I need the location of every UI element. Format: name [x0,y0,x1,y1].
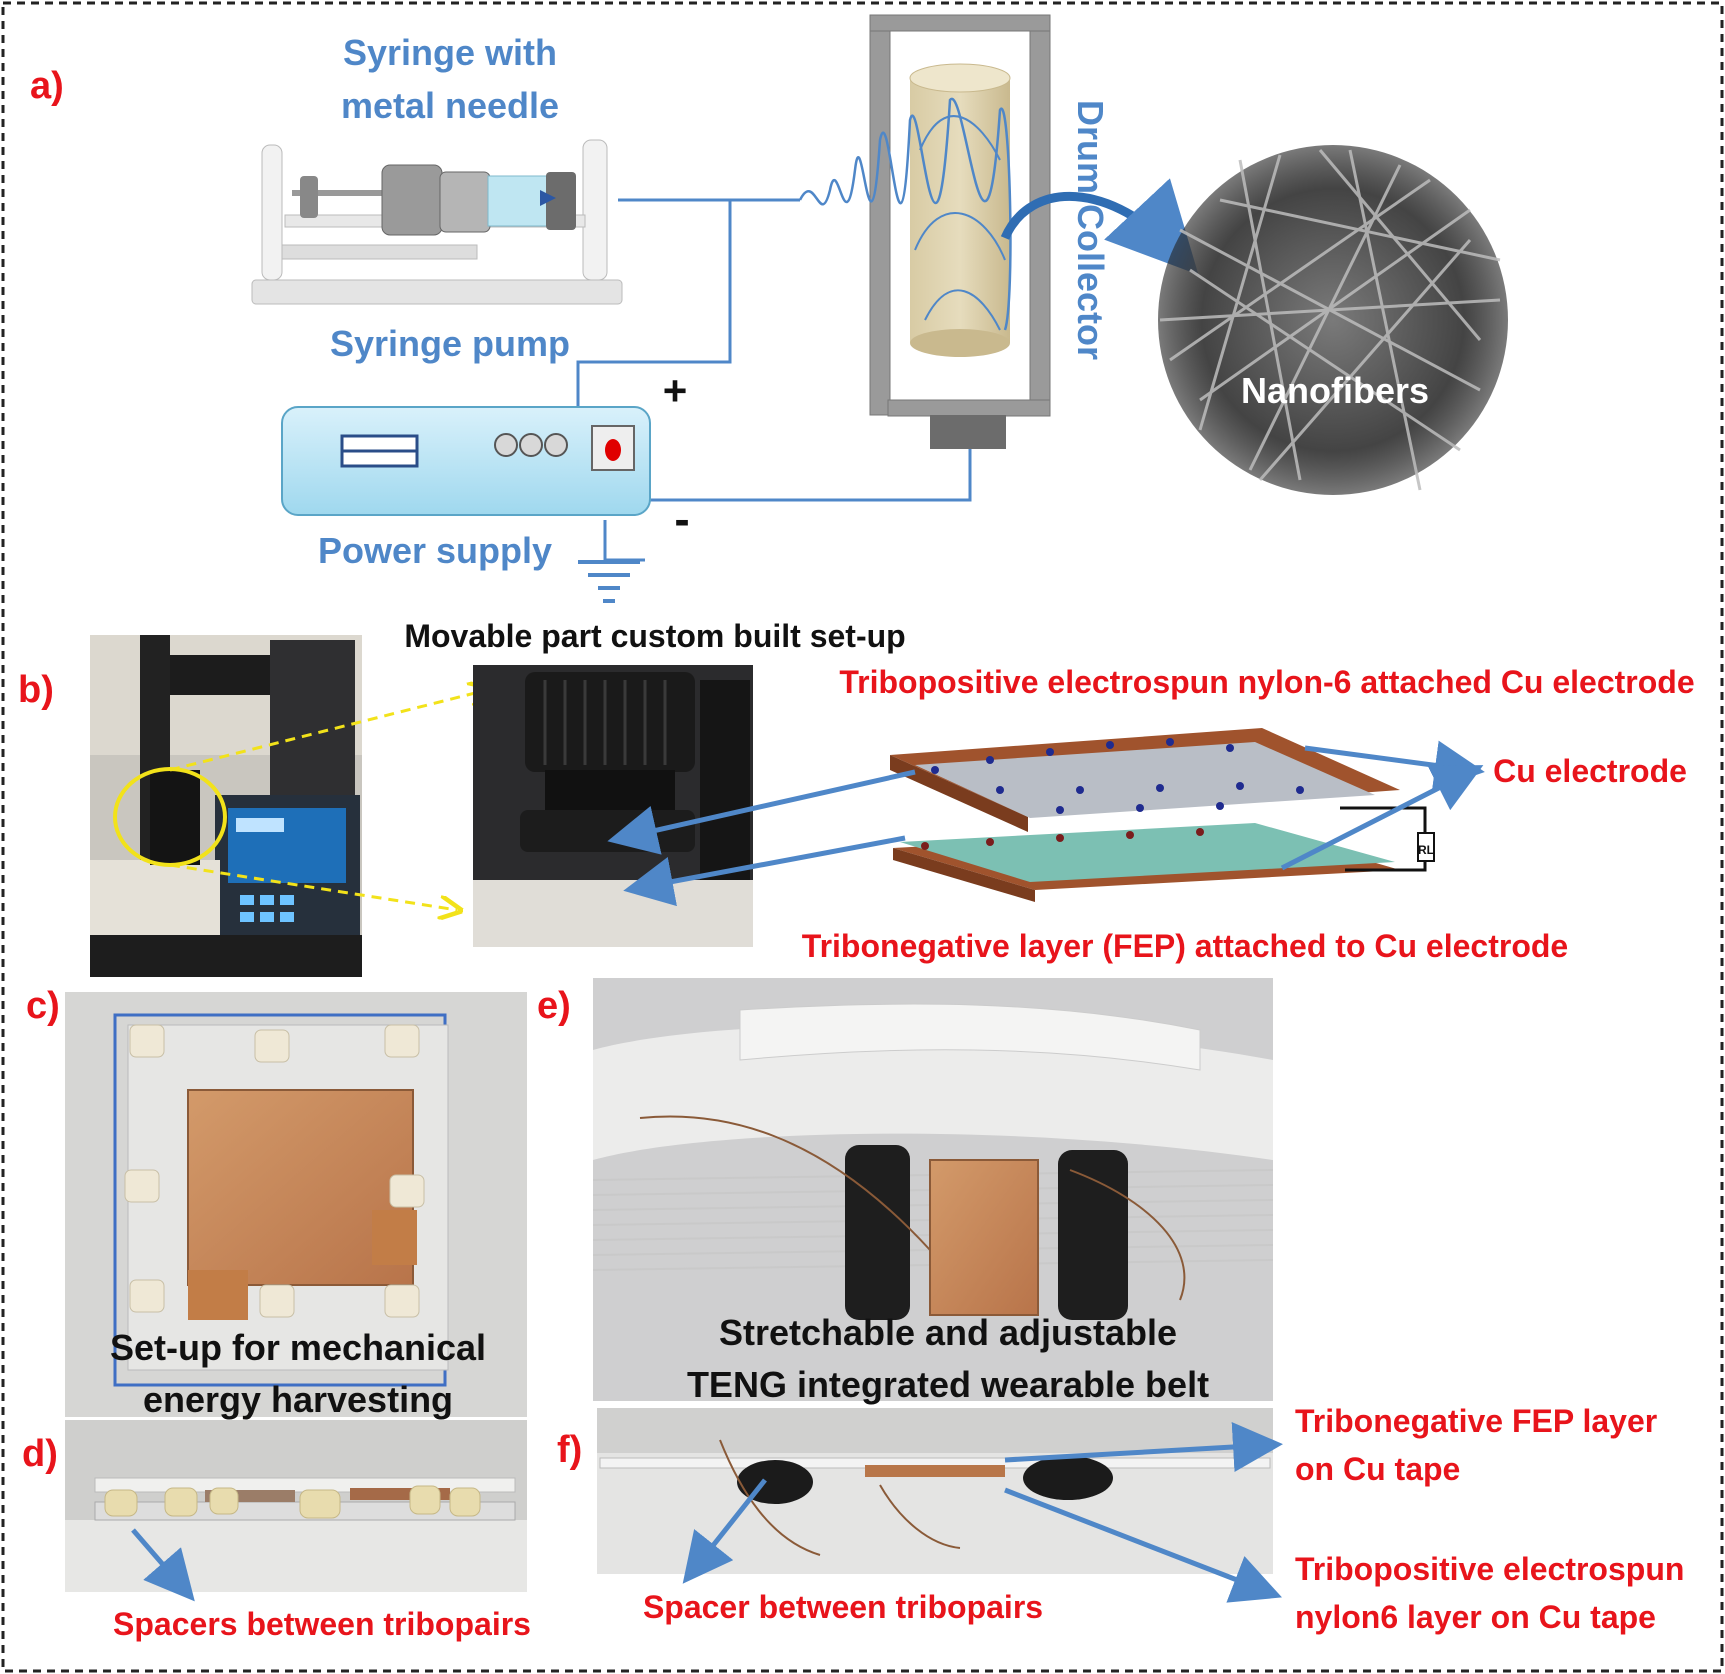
harvesting-setup-photo [65,992,527,1417]
fep-label-line1: Tribonegative FEP layer [1295,1403,1657,1439]
teng-schematic: RL [890,728,1435,902]
spacer-label: Spacer between tribopairs [643,1589,1043,1625]
panel-c-caption-line1: Set-up for mechanical [110,1327,486,1368]
panel-a: a) Syringe with metal needle Syringe pum… [30,14,1508,603]
nanofiber-arrow [1000,178,1199,275]
machine-photo [90,635,362,977]
panel-c-tag: c) [26,985,60,1027]
power-supply-illustration [281,406,651,516]
panel-d: d) Spacers between tribopairs [22,1420,531,1642]
panel-d-tag: d) [22,1433,58,1475]
belt-side-photo [597,1408,1273,1574]
panel-a-tag: a) [30,65,64,107]
load-resistor-label: RL [1418,843,1434,857]
syringe-label-line1: Syringe with [343,32,557,73]
panel-e-caption-line1: Stretchable and adjustable [719,1312,1177,1353]
tribopositive-label: Tribopositive electrospun nylon-6 attach… [839,664,1694,700]
panel-b: b) Movable part custom built set-up [18,618,1695,977]
syringe-pump-label: Syringe pump [330,323,570,364]
spacers-arrow [131,1528,195,1602]
nylon-label-line1: Tribopositive electrospun [1295,1551,1684,1587]
fep-label-line2: on Cu tape [1295,1451,1460,1487]
movable-part-photo [473,665,753,947]
zoom-indicator-arrows [169,690,487,910]
panel-b-tag: b) [18,669,54,711]
drum-collector-illustration [798,14,1051,449]
drum-collector-label: Drum Collector [1070,100,1111,360]
minus-sign: - [674,493,689,545]
panel-e: e) Stretchable and adjustable TENG integ… [537,978,1274,1405]
panel-c: c) Set-up for mechanical energy harvesti… [26,985,527,1420]
panel-f: f) Tribonegative FEP layer on Cu tape Tr… [557,1403,1684,1635]
power-supply-label: Power supply [318,530,552,571]
panel-b-arrows [607,740,1485,907]
movable-part-label: Movable part custom built set-up [404,618,905,654]
panel-e-caption-line2: TENG integrated wearable belt [687,1364,1209,1405]
tribonegative-label: Tribonegative layer (FEP) attached to Cu… [802,928,1568,964]
panel-f-arrows [682,1422,1283,1603]
ground-symbol [578,560,640,603]
plus-sign: + [663,367,688,414]
nanofibers-label: Nanofibers [1241,370,1429,411]
panel-f-tag: f) [557,1429,582,1471]
spacers-label: Spacers between tribopairs [113,1606,531,1642]
syringe-pump-illustration [251,139,623,305]
wearable-belt-photo [592,978,1274,1401]
nanofibers-sem-image [1158,145,1508,495]
cu-electrode-label: Cu electrode [1493,753,1687,789]
panel-e-tag: e) [537,985,571,1027]
panel-c-caption-line2: energy harvesting [143,1379,453,1420]
spacers-side-photo [65,1420,527,1592]
syringe-label-line2: metal needle [341,85,559,126]
nylon-label-line2: nylon6 layer on Cu tape [1295,1599,1656,1635]
